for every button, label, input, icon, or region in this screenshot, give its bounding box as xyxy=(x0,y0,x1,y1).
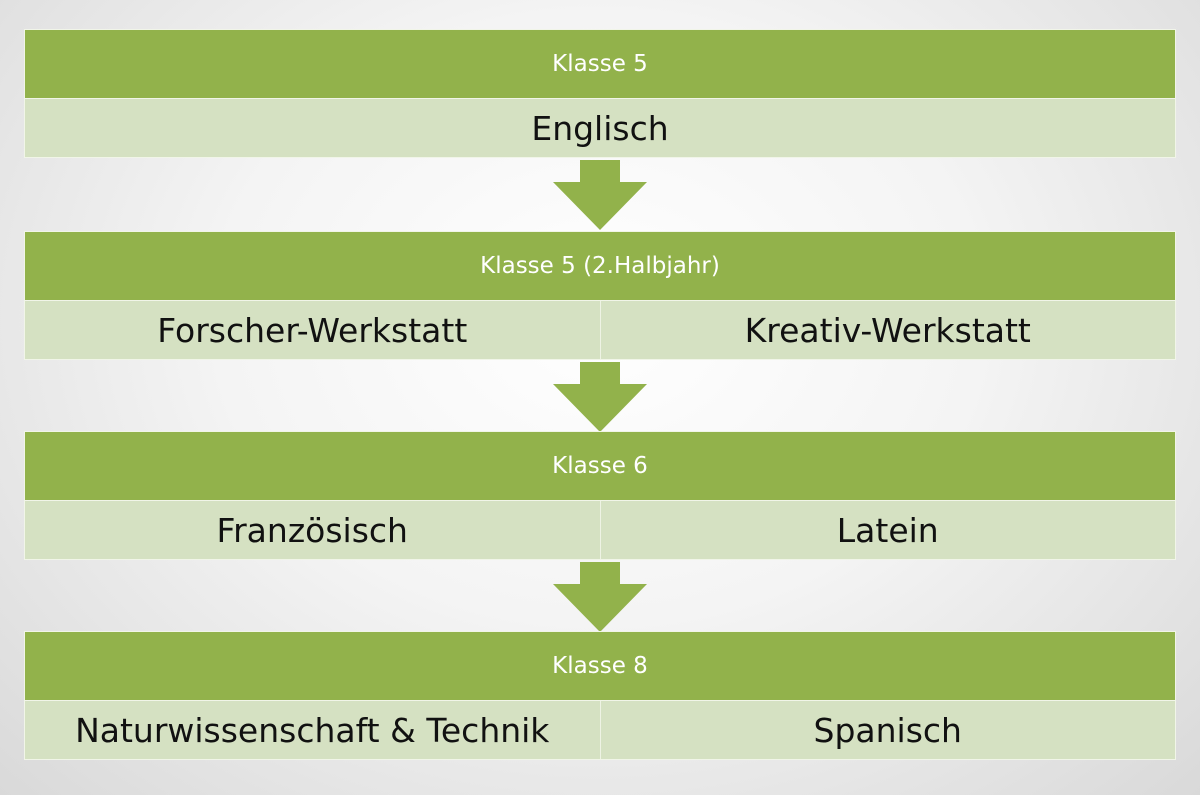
stage-header: Klasse 6 xyxy=(24,431,1176,501)
stage-options-row: Naturwissenschaft & Technik Spanisch xyxy=(24,701,1176,760)
option-englisch: Englisch xyxy=(531,108,669,148)
down-arrow-icon xyxy=(553,160,647,230)
stage-klasse-6: Klasse 6 Französisch Latein xyxy=(24,431,1176,560)
stage-header: Klasse 5 (2.Halbjahr) xyxy=(24,231,1176,301)
stage-options-row: Französisch Latein xyxy=(24,501,1176,560)
stage-options-row: Englisch xyxy=(24,99,1176,158)
option-kreativ-werkstatt: Kreativ-Werkstatt xyxy=(599,301,1176,359)
stage-options-row: Forscher-Werkstatt Kreativ-Werkstatt xyxy=(24,301,1176,360)
stage-klasse-5-halbjahr: Klasse 5 (2.Halbjahr) Forscher-Werkstatt… xyxy=(24,231,1176,360)
option-forscher-werkstatt: Forscher-Werkstatt xyxy=(157,310,468,350)
option-latein: Latein xyxy=(599,501,1176,559)
stage-header: Klasse 5 xyxy=(24,29,1176,99)
option-spanisch: Spanisch xyxy=(599,701,1176,759)
stage-klasse-5: Klasse 5 Englisch xyxy=(24,29,1176,158)
stage-header: Klasse 8 xyxy=(24,631,1176,701)
option-franzoesisch: Französisch xyxy=(216,510,408,550)
option-naturwissenschaft-technik: Naturwissenschaft & Technik xyxy=(75,710,550,750)
down-arrow-icon xyxy=(553,362,647,432)
stage-klasse-8: Klasse 8 Naturwissenschaft & Technik Spa… xyxy=(24,631,1176,760)
down-arrow-icon xyxy=(553,562,647,632)
